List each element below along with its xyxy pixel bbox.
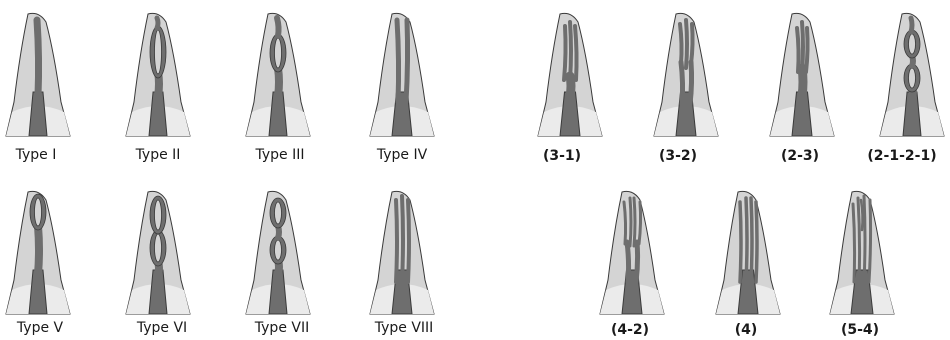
tooth-type-v (6, 190, 70, 314)
canal (157, 18, 158, 28)
dentin-island (909, 68, 916, 88)
canal (690, 62, 692, 104)
label-3-2: (3-2) (659, 148, 697, 164)
tooth-diagram (6, 190, 70, 314)
canal (858, 198, 860, 282)
tooth-type-viii (370, 190, 434, 314)
canal (38, 226, 39, 274)
dentin-island (155, 234, 162, 262)
tooth-diagram (770, 12, 834, 136)
tooth-diagram (6, 12, 70, 136)
label-4-2: (4-2) (611, 322, 649, 338)
canal (408, 200, 409, 282)
canal (756, 202, 757, 282)
tooth-diagram (654, 12, 718, 136)
tooth-type-ii (126, 12, 190, 136)
canal (751, 198, 752, 282)
canal (564, 26, 566, 80)
label-type-viii: Type VIII (375, 320, 434, 336)
label-type-vii: Type VII (255, 320, 309, 336)
tooth-diagram (538, 12, 602, 136)
canal (680, 24, 682, 64)
label-4: (4) (735, 322, 758, 338)
canal (636, 242, 638, 282)
tooth-diagram (246, 190, 310, 314)
label-type-v: Type V (17, 320, 63, 336)
canal (746, 198, 747, 282)
tooth-diagram (830, 190, 894, 314)
dentin-island (909, 34, 916, 54)
canal (681, 62, 683, 104)
dentin-island (155, 30, 162, 74)
canal (911, 18, 912, 32)
tooth-2-3 (770, 12, 834, 136)
tooth-3-2 (654, 12, 718, 136)
tooth-type-i (6, 12, 70, 136)
tooth-type-iv (370, 12, 434, 136)
tooth-type-vi (126, 190, 190, 314)
canal (575, 26, 577, 80)
dentin-island (155, 200, 162, 230)
canal (624, 202, 626, 244)
tooth-diagram (370, 190, 434, 314)
label-type-ii: Type II (136, 147, 181, 163)
tooth-2-1-2-1 (880, 12, 944, 136)
dentin-island (275, 240, 282, 260)
tooth-type-iii (246, 12, 310, 136)
tooth-diagram (880, 12, 944, 136)
tooth-4-2 (600, 190, 664, 314)
canal (277, 18, 279, 36)
canal (396, 200, 397, 282)
canal (853, 204, 855, 282)
tooth-3-1 (538, 12, 602, 136)
label-2-1-2-1: (2-1-2-1) (867, 148, 936, 164)
tooth-diagram (126, 190, 190, 314)
canal (869, 200, 871, 282)
canal (634, 198, 635, 246)
canal (864, 196, 865, 282)
tooth-diagram (246, 12, 310, 136)
canal (806, 28, 808, 72)
label-3-1: (3-1) (543, 148, 581, 164)
label-type-iv: Type IV (377, 147, 427, 163)
canal (402, 196, 403, 282)
tooth-type-vii (246, 190, 310, 314)
canal (797, 28, 799, 72)
tooth-5-4 (830, 190, 894, 314)
tooth-diagram (716, 190, 780, 314)
canal (570, 22, 571, 80)
tooth-diagram (126, 12, 190, 136)
label-type-i: Type I (16, 147, 57, 163)
label-2-3: (2-3) (781, 148, 819, 164)
tooth-diagram (600, 190, 664, 314)
tooth-4 (716, 190, 780, 314)
canal (397, 20, 399, 102)
canal (639, 202, 641, 244)
label-5-4: (5-4) (841, 322, 879, 338)
canal (691, 24, 693, 64)
canal (802, 22, 803, 72)
canal (37, 20, 39, 96)
canal (630, 198, 631, 246)
tooth-diagram (370, 12, 434, 136)
dentin-island (275, 202, 282, 224)
label-type-iii: Type III (256, 147, 305, 163)
canal (627, 242, 629, 282)
canal (686, 20, 687, 68)
dentin-island (35, 198, 42, 226)
canal (740, 202, 741, 282)
label-type-vi: Type VI (137, 320, 187, 336)
dentin-island (275, 38, 282, 68)
canal (406, 20, 408, 102)
